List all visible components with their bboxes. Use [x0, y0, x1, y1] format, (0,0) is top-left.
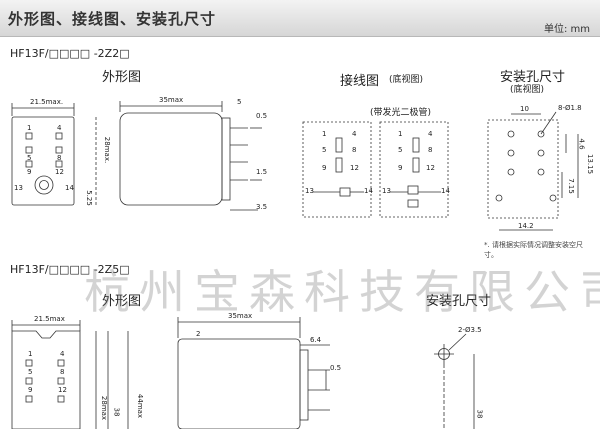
- mount-title-1: 安装孔尺寸: [500, 70, 566, 85]
- wiring-internal-1: [313, 137, 441, 208]
- pin-label: 13: [382, 187, 391, 195]
- pin-label: 9: [28, 386, 33, 394]
- section-header-bar: 外形图、接线图、安装孔尺寸 单位: mm: [0, 0, 600, 37]
- pin-label: 13: [14, 184, 23, 192]
- outline-front-view-1: [11, 103, 97, 206]
- header-title: 外形图、接线图、安装孔尺寸: [8, 10, 217, 28]
- dim-hole-2: 2-Ø3.5: [458, 326, 482, 334]
- watermark: 杭州宝森科技有限公司: [84, 265, 600, 319]
- dim-13-15: 13.15: [586, 153, 595, 175]
- outline-title-2: 外形图: [102, 294, 142, 309]
- dim-height-2: 28max: [100, 395, 109, 421]
- pin-label: 4: [428, 130, 433, 138]
- dim-length-1: 35max: [159, 96, 184, 104]
- pin-label: 8: [60, 368, 65, 376]
- dim-5-25: 5.25: [84, 190, 93, 206]
- mount-subtitle-1: (底视图): [510, 85, 545, 95]
- dim-5: 5: [237, 98, 242, 106]
- pin-label: 8: [352, 146, 357, 154]
- dim-38: 38: [112, 407, 121, 417]
- pin-label: 5: [28, 368, 33, 376]
- pin-label: 4: [57, 124, 62, 132]
- dim-38-mount: 38: [475, 409, 484, 419]
- pin-label: 1: [398, 130, 403, 138]
- dim-7-15: 7.15: [566, 178, 575, 194]
- pin-label: 1: [322, 130, 327, 138]
- pin-label: 1: [28, 350, 33, 358]
- wiring-title: 接线图: [340, 74, 380, 89]
- pin-label: 9: [398, 164, 403, 172]
- dim-width-1: 21.5max.: [30, 98, 64, 106]
- mount-note: *. 请根据实际情况调整安装空尺寸。: [484, 241, 583, 259]
- dim-2: 2: [196, 330, 201, 338]
- pin-label: 9: [322, 164, 327, 172]
- dim-0-5-2: 0.5: [330, 364, 342, 372]
- pin-label: 1: [27, 124, 32, 132]
- dim-6-4: 6.4: [310, 336, 322, 344]
- wiring-diode-label: (带发光二极管): [370, 108, 432, 118]
- dim-0-5: 0.5: [256, 112, 268, 120]
- pin-label: 4: [60, 350, 65, 358]
- pin-label: 12: [55, 168, 64, 176]
- pin-label: 12: [426, 164, 435, 172]
- wiring-diagram-1: [302, 121, 449, 218]
- wiring-subtitle: (底视图): [389, 75, 424, 85]
- mounting-hole-pattern-2: [434, 333, 475, 429]
- pin-label: 12: [350, 164, 359, 172]
- mounting-hole-pattern-1: [487, 111, 579, 231]
- pin-label: 14: [364, 187, 373, 195]
- dim-4-6: 4.6: [577, 138, 586, 150]
- outline-side-view-1: [119, 101, 262, 211]
- pin-label: 5: [322, 146, 327, 154]
- pin-label: 13: [305, 187, 314, 195]
- dim-3-5: 3.5: [256, 203, 268, 211]
- unit-label: 单位: mm: [543, 24, 590, 35]
- pin-label: 8: [428, 146, 433, 154]
- dim-width-2: 21.5max: [34, 315, 65, 323]
- model-number-2: HF13F/□□□□ -2Z5□: [10, 263, 130, 276]
- pin-label: 5: [398, 146, 403, 154]
- dim-length-2: 35max: [228, 312, 253, 320]
- pin-label: 14: [441, 187, 450, 195]
- outline-front-view-2: [11, 320, 129, 429]
- pin-label: 9: [27, 168, 32, 176]
- pin-label: 8: [57, 154, 62, 162]
- dim-1-5: 1.5: [256, 168, 268, 176]
- pin-label: 14: [65, 184, 74, 192]
- dim-hole-1: 8-Ø1.8: [558, 104, 582, 112]
- pin-label: 4: [352, 130, 357, 138]
- mount-title-2: 安装孔尺寸: [426, 294, 492, 309]
- outline-title-1: 外形图: [102, 70, 142, 85]
- dim-10: 10: [520, 105, 529, 113]
- model-number-1: HF13F/□□□□ -2Z2□: [10, 47, 130, 60]
- pin-label: 12: [58, 386, 67, 394]
- outline-side-view-2: [177, 317, 330, 429]
- dim-44: 44max: [136, 393, 145, 419]
- pin-label: 5: [27, 154, 32, 162]
- dim-14-2: 14.2: [518, 222, 534, 230]
- dim-height-1: 28max.: [103, 136, 112, 164]
